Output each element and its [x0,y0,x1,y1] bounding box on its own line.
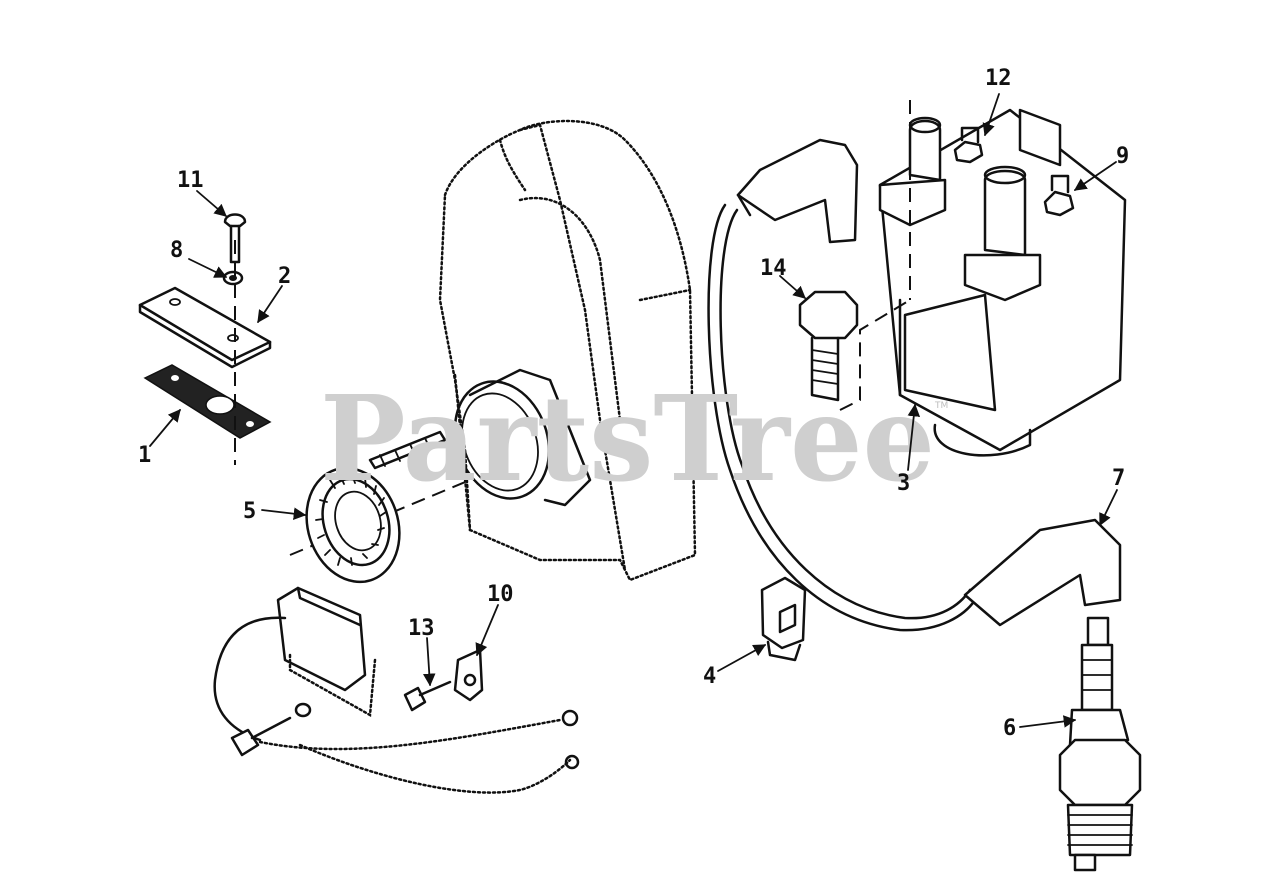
watermark: PartsTree [320,369,935,508]
callout-5: 5 [243,499,256,524]
nut-12 [953,126,984,164]
callout-13: 13 [408,616,435,641]
coil-boot [736,138,859,244]
screw-11 [223,213,247,264]
nut-9 [1043,174,1075,217]
watermark-trademark: TM [934,401,948,411]
spark-plug-6 [1058,616,1142,872]
callout-14: 14 [760,256,787,281]
callout-6: 6 [1003,716,1016,741]
mounting-bracket-2 [138,286,272,369]
callout-9: 9 [1116,144,1129,169]
dowel-pin [368,430,447,470]
callout-7: 7 [1112,466,1125,491]
callout-2: 2 [278,264,291,289]
screw-ignition-module [230,702,312,757]
callout-1: 1 [138,443,151,468]
callout-11: 11 [177,168,204,193]
callout-3: 3 [897,471,910,496]
callout-4: 4 [703,664,716,689]
oil-seal [305,466,401,584]
washer-8 [222,270,244,286]
ignition-module [213,586,580,794]
screw-13 [403,680,452,712]
callout-leaders [149,93,1118,728]
callout-10: 10 [487,582,514,607]
blower-housing [438,119,697,582]
connector-4 [760,576,807,662]
callout-labels: 1 2 3 4 5 6 7 8 9 10 11 12 13 14 [138,66,1129,741]
clip-10 [453,648,484,702]
spark-plug-lead [707,203,977,632]
callout-12: 12 [985,66,1012,91]
gasket-1 [143,364,272,439]
callout-8: 8 [170,238,183,263]
bolt-14 [798,290,859,402]
housing-bearing-sleeve [453,368,592,507]
spark-plug-boot-7 [963,518,1122,627]
